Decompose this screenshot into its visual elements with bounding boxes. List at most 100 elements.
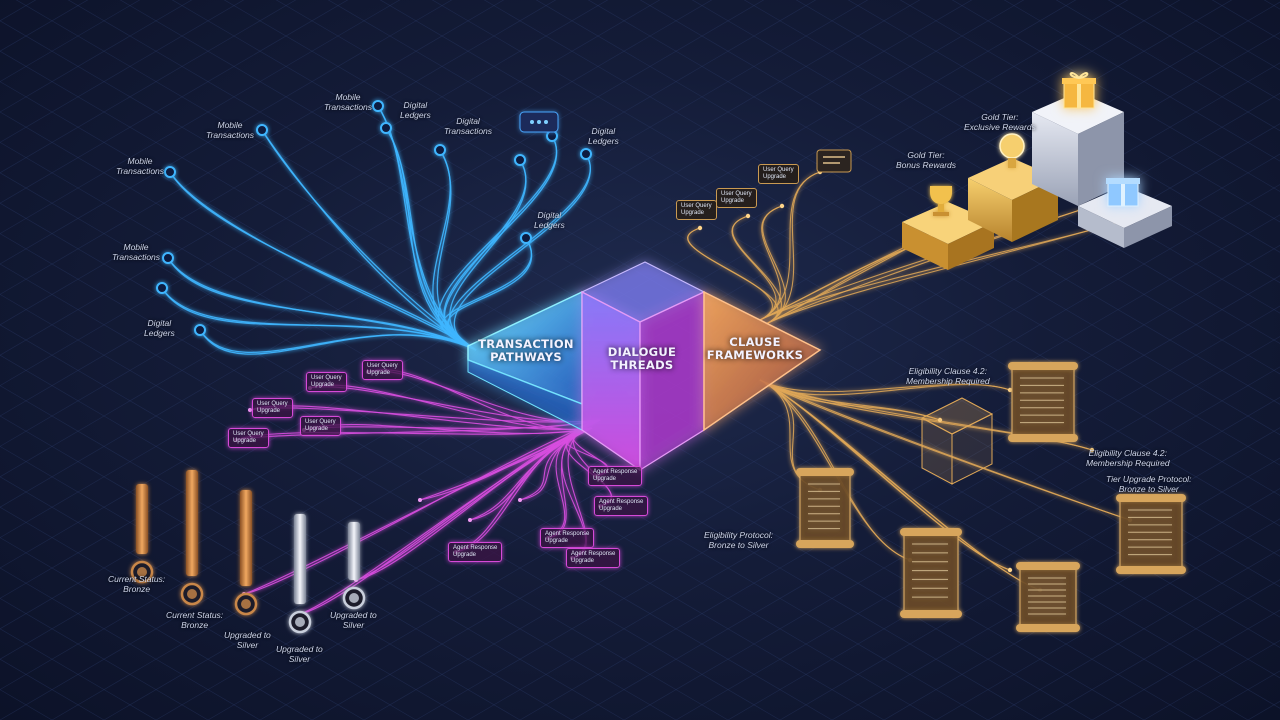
grid-line	[1107, 0, 1280, 101]
thread-dot	[518, 498, 522, 502]
status-label: Upgraded to Silver	[224, 630, 271, 650]
grid-line	[155, 62, 1280, 720]
medal-badge-icon	[234, 592, 258, 616]
clause-dot	[1007, 567, 1013, 573]
grid-line	[0, 0, 37, 22]
prism-clause-face	[703, 290, 822, 432]
grid-line	[223, 0, 1280, 618]
grid-line	[795, 0, 1280, 284]
grid-line	[0, 0, 401, 235]
grid-line	[0, 0, 245, 143]
status-label: Current Status: Bronze	[166, 610, 224, 630]
grid-line	[0, 567, 261, 720]
glowing-dot-icon	[164, 166, 176, 178]
glass-cube-icon	[920, 397, 994, 485]
status-label: Upgraded to Silver	[276, 644, 323, 664]
grid-line	[259, 123, 1280, 720]
clause-framework-paths	[687, 171, 1131, 591]
grid-line	[379, 0, 1280, 527]
grid-line	[0, 0, 193, 113]
clause-path-line	[687, 227, 779, 325]
status-label: Current Status: Bronze	[108, 574, 166, 594]
grid-line	[639, 0, 1280, 375]
status-bar	[180, 470, 204, 606]
transaction-label: Mobile Transactions	[116, 156, 165, 176]
grid-line	[431, 0, 1280, 496]
transaction-pathways-label: TRANSACTION PATHWAYS	[478, 337, 574, 364]
dialogue-bubble: Agent Response Upgrade	[588, 466, 643, 486]
transaction-pathway-line	[377, 105, 477, 351]
dialogue-bubble: User Query Upgrade	[758, 164, 799, 184]
grid-line	[0, 111, 1041, 720]
chat-bubble-icon	[816, 149, 852, 173]
grid-line	[467, 244, 1280, 720]
glowing-dot-icon	[520, 232, 532, 244]
grid-line	[0, 0, 765, 447]
transaction-label: Digital Ledgers	[400, 100, 431, 120]
transaction-pathway-line	[169, 171, 471, 347]
grid-line	[0, 0, 661, 387]
transaction-pathway-line	[167, 257, 477, 351]
transaction-pathway-line	[453, 153, 591, 351]
gold-bonus-label: Gold Tier: Bonus Rewards	[896, 150, 957, 170]
dialogue-thread-line	[243, 419, 601, 595]
transaction-pathway-line	[449, 159, 527, 351]
prism-dialogue-side	[639, 290, 705, 472]
glowing-dot-icon	[434, 144, 446, 156]
dialogue-bubble: Agent Response Upgrade	[566, 548, 621, 568]
grid-line	[0, 537, 313, 720]
podium-low-silver	[1078, 186, 1172, 248]
scroll-document-icon	[900, 528, 962, 618]
grid-line	[415, 214, 1280, 720]
transaction-pathway-line	[443, 135, 558, 351]
thread-dot	[418, 498, 422, 502]
transaction-label: Digital Ledgers	[144, 318, 175, 338]
grid-line	[883, 488, 1280, 720]
grid-line	[0, 0, 609, 356]
grid-line	[727, 396, 1280, 720]
transaction-pathway-line	[199, 329, 477, 355]
grid-line	[0, 0, 349, 204]
grid-line	[0, 0, 869, 508]
grid-line	[0, 0, 973, 569]
eligibility-clause-label: Eligibility Clause 4.2: Membership Requi…	[906, 366, 990, 386]
medal-badge-icon	[342, 586, 366, 610]
grid-line	[0, 324, 677, 720]
medal-badge-icon	[288, 610, 312, 634]
dialogue-bubble: User Query Upgrade	[362, 360, 403, 380]
glowing-dot-icon	[256, 124, 268, 136]
transaction-pathways	[161, 105, 591, 355]
reward-podiums	[902, 72, 1172, 270]
grid-line	[951, 0, 1280, 192]
dialogue-bubble: User Query Upgrade	[252, 398, 293, 418]
grid-line	[0, 0, 713, 417]
transaction-label: Mobile Transactions	[206, 120, 255, 140]
grid-line	[587, 0, 1280, 405]
dialogue-thread-line	[519, 419, 601, 501]
glowing-dot-icon	[514, 154, 526, 166]
grid-line	[311, 153, 1280, 720]
grid-line	[0, 354, 625, 720]
grid-line	[0, 0, 557, 326]
clause-dot	[1089, 447, 1095, 453]
status-bar	[130, 484, 154, 584]
grid-line	[0, 263, 781, 720]
grid-line	[0, 202, 885, 720]
transaction-pathway-line	[436, 149, 477, 351]
gold-exclusive-label: Gold Tier: Exclusive Rewards	[964, 112, 1036, 132]
clause-dot	[779, 203, 785, 209]
tier-protocol-label: Tier Upgrade Protocol: Bronze to Silver	[1106, 474, 1192, 494]
dialogue-bubble: User Query Upgrade	[306, 372, 347, 392]
silver-gift-icon	[1106, 178, 1140, 207]
dialogue-thread-line	[469, 419, 601, 521]
grid-line	[899, 0, 1280, 223]
clause-path-line	[765, 171, 821, 325]
status-bar	[342, 522, 366, 610]
glowing-dot-icon	[162, 252, 174, 264]
grid-line	[0, 233, 833, 720]
grid-line	[1143, 640, 1280, 720]
gold-medal-icon	[999, 133, 1025, 168]
prism-dialogue-face	[581, 290, 641, 472]
scroll-document-icon	[1016, 562, 1080, 632]
grid-line	[571, 305, 1280, 720]
